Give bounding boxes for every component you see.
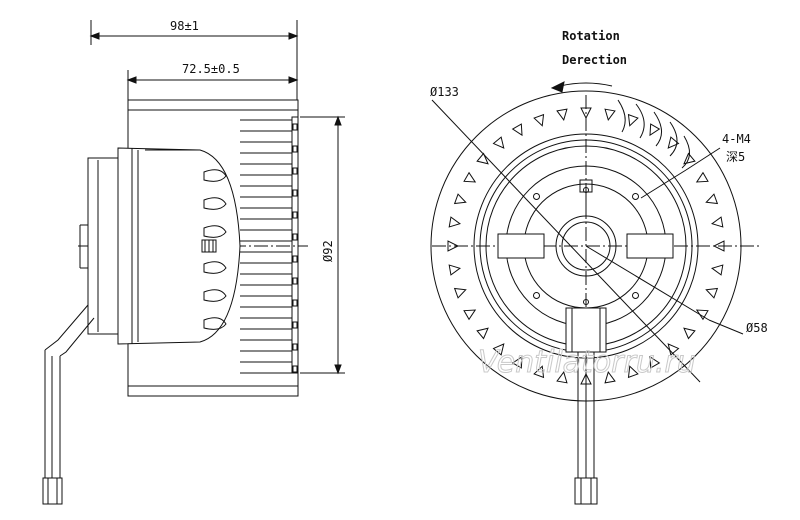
hole-depth-label: 深5 xyxy=(726,150,745,164)
front-view xyxy=(430,81,760,505)
rotation-label-line1: Rotation xyxy=(562,29,620,43)
mount-holes-label: 4-M4 xyxy=(722,132,751,146)
overall-width-label: 98±1 xyxy=(170,19,199,33)
overall-width-dimension xyxy=(89,20,299,100)
impeller-width-dimension xyxy=(126,70,299,100)
outer-diameter-label: Ø133 xyxy=(430,85,459,99)
watermark: Ventilatorru.ru xyxy=(478,345,696,380)
impeller-width-label: 72.5±0.5 xyxy=(182,62,240,76)
rotation-label-line2: Derection xyxy=(562,53,627,67)
height-label: Ø92 xyxy=(321,240,335,262)
hub-diameter-label: Ø58 xyxy=(746,321,768,335)
height-dimension xyxy=(300,115,345,375)
side-view xyxy=(42,20,345,505)
